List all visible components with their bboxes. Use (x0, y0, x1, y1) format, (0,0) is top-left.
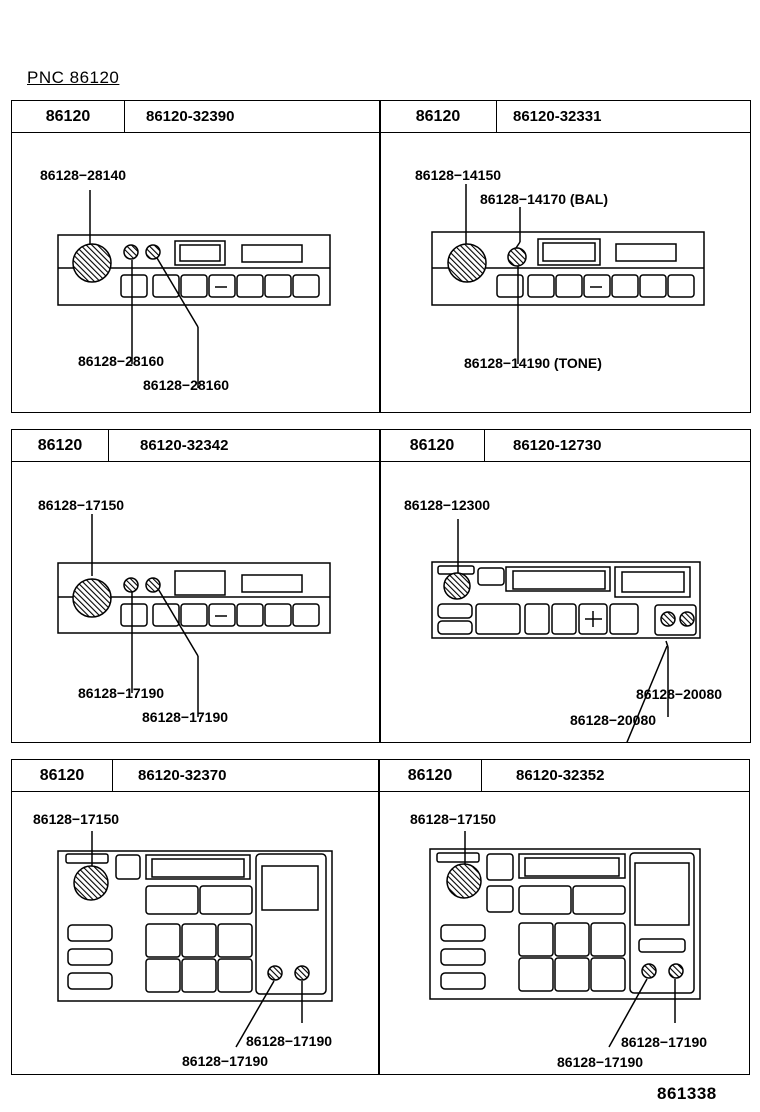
callout-label-3: 86128−14190 (TONE) (464, 355, 602, 371)
pnc-cell: 86120 (379, 760, 482, 791)
part-number: 86120-32352 (516, 767, 605, 784)
callout-label-1: 86128−14150 (415, 167, 501, 183)
panel-header: 86120 86120-32370 (12, 760, 379, 792)
panel-86120-32342: 86120 86120-32342 86128−17150 86128−1719… (11, 429, 381, 743)
pnc-cell: 86120 (12, 760, 113, 791)
pnc-heading: PNC 86120 (27, 68, 120, 87)
callout-label-3: 86128−28160 (143, 377, 229, 393)
callout-label-2: 86128−17190 (246, 1033, 332, 1049)
radio-diagram: 86128−14150 86128−14170 (BAL) 86128−1419… (415, 167, 705, 371)
callout-label-2: 86128−28160 (78, 353, 164, 369)
part-number: 86120-32342 (140, 437, 229, 454)
callout-label-1: 86128−12300 (404, 497, 490, 513)
part-number: 86120-32370 (138, 767, 227, 784)
panel-header: 86120 86120-12730 (380, 430, 750, 462)
radio-diagram: 86128−17150 86128−17190 86128−17190 (38, 497, 331, 725)
callout-label-3: 86128−17190 (557, 1054, 643, 1070)
part-number: 86120-12730 (513, 437, 602, 454)
callout-label-2: 86128−14170 (BAL) (480, 191, 608, 207)
figure-code: 861338 (657, 1084, 717, 1103)
panel-86120-12730: 86120 86120-12730 (379, 429, 751, 743)
panel-header: 86120 86120-32331 (380, 101, 750, 133)
pnc-cell: 86120 (380, 430, 485, 461)
radio-diagram: 86128−17150 86128−17190 86128−17190 (410, 811, 707, 1070)
pnc-cell: 86120 (12, 430, 109, 461)
panel-86120-32370: 86120 86120-32370 (11, 759, 380, 1075)
panel-86120-32331: 86120 86120-32331 86128−14150 86128−1417… (379, 100, 751, 413)
radio-diagram: 86128−12300 86128−20080 86128−20080 (404, 497, 722, 742)
callout-label-1: 86128−17150 (33, 811, 119, 827)
pnc-cell: 86120 (12, 101, 125, 132)
callout-label-2: 86128−17190 (621, 1034, 707, 1050)
radio-diagram: 86128−28140 86128−28160 86128−28160 (40, 167, 331, 393)
panel-header: 86120 86120-32342 (12, 430, 380, 462)
callout-label-3: 86128−20080 (570, 712, 656, 728)
radio-diagram: 86128−17150 86128−17190 86128−17190 (33, 811, 333, 1069)
panel-header: 86120 86120-32352 (379, 760, 749, 792)
part-number: 86120-32390 (146, 108, 235, 125)
panel-86120-32390: 86120 86120-32390 86128−28140 86128−28 (11, 100, 381, 413)
callout-label-1: 86128−28140 (40, 167, 126, 183)
part-number: 86120-32331 (513, 108, 602, 125)
pnc-cell: 86120 (380, 101, 497, 132)
callout-label-3: 86128−17190 (182, 1053, 268, 1069)
panel-86120-32352: 86120 86120-32352 (378, 759, 750, 1075)
callout-label-3: 86128−17190 (142, 709, 228, 725)
callout-label-1: 86128−17150 (38, 497, 124, 513)
callout-label-2: 86128−20080 (636, 686, 722, 702)
panel-header: 86120 86120-32390 (12, 101, 380, 133)
callout-label-1: 86128−17150 (410, 811, 496, 827)
callout-label-2: 86128−17190 (78, 685, 164, 701)
